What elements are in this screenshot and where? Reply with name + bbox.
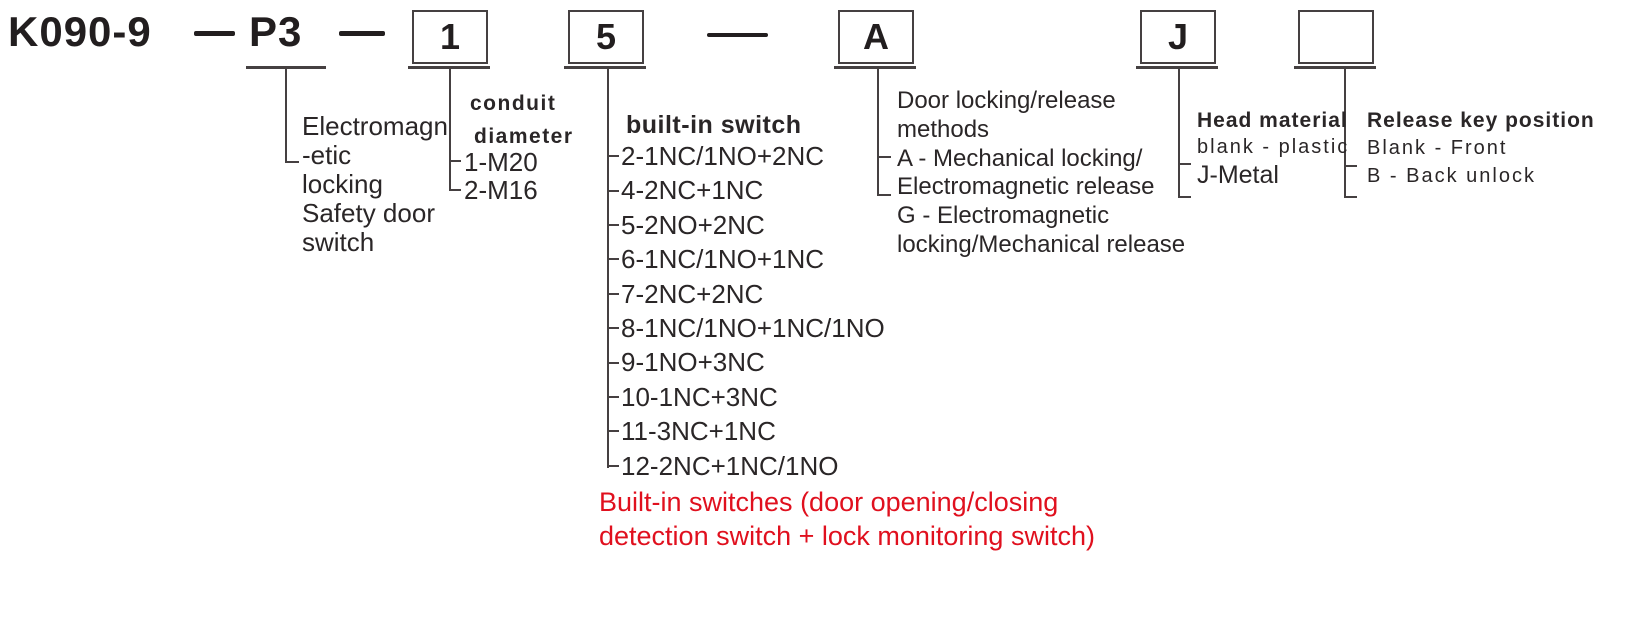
code-box-release-key: [1298, 10, 1374, 64]
connector-line-model: [285, 68, 287, 163]
dash-separator: [194, 31, 235, 36]
switch-option: 12-2NC+1NC/1NO: [608, 449, 885, 483]
underline-release-box: [1294, 66, 1376, 69]
underline-model: [246, 66, 326, 69]
model-description-line: locking: [302, 169, 383, 199]
locking-line: locking/Mechanical release: [897, 230, 1186, 258]
code-box-head-material-value: J: [1167, 16, 1189, 57]
underline-switch-box: [564, 66, 646, 69]
code-box-conduit-value: 1: [439, 16, 461, 57]
code-box-conduit: 1: [412, 10, 488, 64]
switch-option: 2-1NC/1NO+2NC: [608, 139, 885, 173]
switch-option: 6-1NC/1NO+1NC: [608, 242, 885, 276]
underline-head-box: [1136, 66, 1218, 69]
model-description-line: Electromagn: [302, 111, 448, 141]
connector-tick-conduit-1: [449, 160, 461, 162]
underline-locking-box: [834, 66, 916, 69]
switch-option: 5-2NO+2NC: [608, 208, 885, 242]
release-key-option: B - Back unlock: [1367, 165, 1536, 187]
connector-elbow-head: [1178, 196, 1191, 198]
code-box-locking: A: [838, 10, 914, 64]
switch-option: 11-3NC+1NC: [608, 414, 885, 448]
locking-line: Electromagnetic release: [897, 173, 1155, 201]
dash-separator: [707, 33, 768, 37]
code-box-head-material: J: [1140, 10, 1216, 64]
connector-elbow-release: [1344, 196, 1357, 198]
builtin-switch-options: 2-1NC/1NO+2NC 4-2NC+1NC 5-2NO+2NC 6-1NC/…: [608, 139, 885, 483]
code-prefix: K090-9: [8, 8, 152, 55]
switch-option: 10-1NC+3NC: [608, 380, 885, 414]
model-description: Electromagn -etic locking Safety door sw…: [302, 112, 448, 257]
switch-option: 8-1NC/1NO+1NC/1NO: [608, 311, 885, 345]
switch-option: 9-1NO+3NC: [608, 345, 885, 379]
model-description-line: -etic: [302, 140, 352, 170]
connector-line-locking: [877, 68, 879, 196]
code-model: P3: [249, 8, 303, 55]
model-description-line: Safety door: [302, 198, 435, 228]
head-material-title: Head material: [1197, 109, 1348, 132]
connector-tick-release: [1344, 165, 1357, 167]
connector-elbow-model: [285, 161, 299, 163]
connector-tick-locking: [877, 156, 891, 158]
connector-line-conduit: [449, 68, 451, 191]
conduit-title-line: conduit: [470, 92, 557, 115]
connector-line-release: [1344, 68, 1346, 198]
underline-conduit-box: [408, 66, 490, 69]
builtin-switch-note-line: detection switch + lock monitoring switc…: [599, 521, 1095, 551]
model-description-line: switch: [302, 227, 375, 257]
conduit-diameter-title: conduit diameter: [470, 87, 574, 153]
head-material-section: Head material blank - plastic J-Metal: [1197, 108, 1349, 190]
code-box-switch-value: 5: [595, 16, 617, 57]
builtin-switch-note: Built-in switches (door opening/closing …: [599, 485, 1095, 553]
locking-line: G - Electromagnetic: [897, 202, 1110, 230]
builtin-switch-title: built-in switch: [626, 111, 802, 139]
release-key-title: Release key position: [1367, 109, 1595, 132]
switch-option: 4-2NC+1NC: [608, 173, 885, 207]
connector-line-head: [1178, 68, 1180, 198]
locking-line: methods: [897, 115, 990, 143]
release-key-position-section: Release key position Blank - Front B - B…: [1367, 108, 1595, 190]
head-material-option: J-Metal: [1197, 161, 1279, 189]
dash-separator: [339, 31, 385, 36]
code-box-locking-value: A: [863, 16, 889, 57]
locking-line: Door locking/release: [897, 87, 1116, 114]
connector-line-switch: [607, 68, 609, 468]
conduit-diameter-options: 1-M20 2-M16: [464, 148, 538, 204]
builtin-switch-note-line: Built-in switches (door opening/closing: [599, 487, 1059, 517]
connector-elbow-conduit: [449, 189, 461, 191]
conduit-option: 1-M20: [464, 147, 538, 177]
conduit-title-line: diameter: [474, 125, 574, 148]
connector-elbow-locking: [877, 194, 891, 196]
code-box-switch: 5: [568, 10, 644, 64]
switch-option: 7-2NC+2NC: [608, 277, 885, 311]
head-material-option: blank - plastic: [1197, 136, 1350, 158]
release-key-option: Blank - Front: [1367, 137, 1508, 159]
connector-tick-head: [1178, 163, 1191, 165]
conduit-option: 2-M16: [464, 175, 538, 205]
locking-line: A - Mechanical locking/: [897, 144, 1143, 172]
door-locking-release-methods: Door locking/release methods A - Mechani…: [897, 87, 1185, 260]
